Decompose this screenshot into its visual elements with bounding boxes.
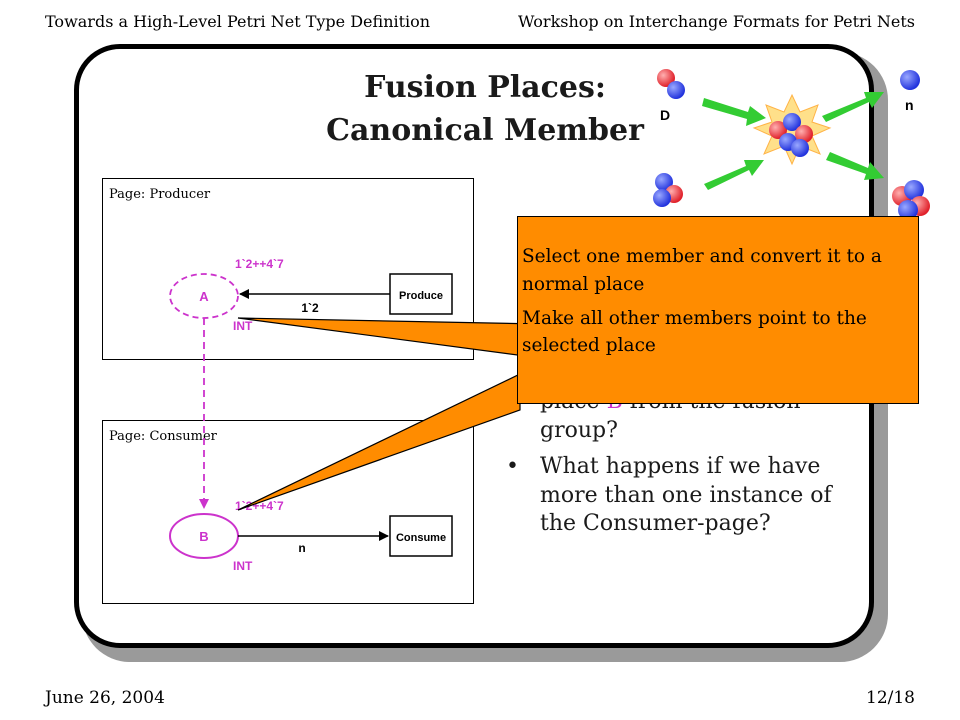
callout-line-1: Select one member and convert it to a no… bbox=[522, 246, 882, 295]
header-left: Towards a High-Level Petri Net Type Defi… bbox=[45, 12, 431, 31]
place-b-colorset: INT bbox=[233, 559, 253, 573]
produce-transition-label: Produce bbox=[399, 290, 443, 302]
header-right: Workshop on Interchange Formats for Petr… bbox=[517, 12, 915, 31]
helium-atom-icon bbox=[892, 180, 930, 220]
footer-date: June 26, 2004 bbox=[45, 688, 165, 708]
callout-pointer-b bbox=[237, 373, 521, 511]
callout-pointer-a bbox=[237, 317, 541, 359]
callout-line-2: Make all other members point to the sele… bbox=[522, 307, 867, 357]
atom-d-label: D bbox=[660, 107, 670, 123]
callout-box: Select one member and convert it to a no… bbox=[517, 216, 919, 404]
bullet-2: What happens if we have more than one in… bbox=[506, 453, 856, 539]
consume-transition-label: Consume bbox=[396, 532, 446, 544]
slide-title-line2: Canonical Member bbox=[326, 113, 644, 148]
fusion-atom-illustration: D n bbox=[653, 69, 930, 220]
consume-arc-label: n bbox=[298, 541, 305, 555]
produce-arc-label: 1`2 bbox=[301, 301, 319, 315]
producer-page-label: Page: Producer bbox=[109, 187, 211, 202]
place-a-label: A bbox=[199, 289, 209, 304]
place-b-label: B bbox=[199, 529, 208, 544]
consumer-page-label: Page: Consumer bbox=[109, 429, 217, 444]
footer-page-number: 12/18 bbox=[866, 688, 915, 708]
neutron-icon bbox=[900, 70, 920, 90]
atom-n-label: n bbox=[905, 97, 914, 113]
consumer-page: Page: Consumer bbox=[102, 420, 474, 604]
place-a-marking: 1`2++4`7 bbox=[235, 257, 284, 271]
green-arrow-icons bbox=[702, 92, 884, 190]
place-b-marking: 1`2++4`7 bbox=[235, 499, 284, 513]
consume-transition bbox=[389, 515, 453, 557]
lower-atom-icon bbox=[653, 173, 683, 207]
place-a-colorset: INT bbox=[233, 319, 253, 333]
d-atom-icon bbox=[657, 69, 685, 99]
slide-title-line1: Fusion Places: bbox=[364, 70, 606, 105]
place-a bbox=[169, 273, 239, 319]
